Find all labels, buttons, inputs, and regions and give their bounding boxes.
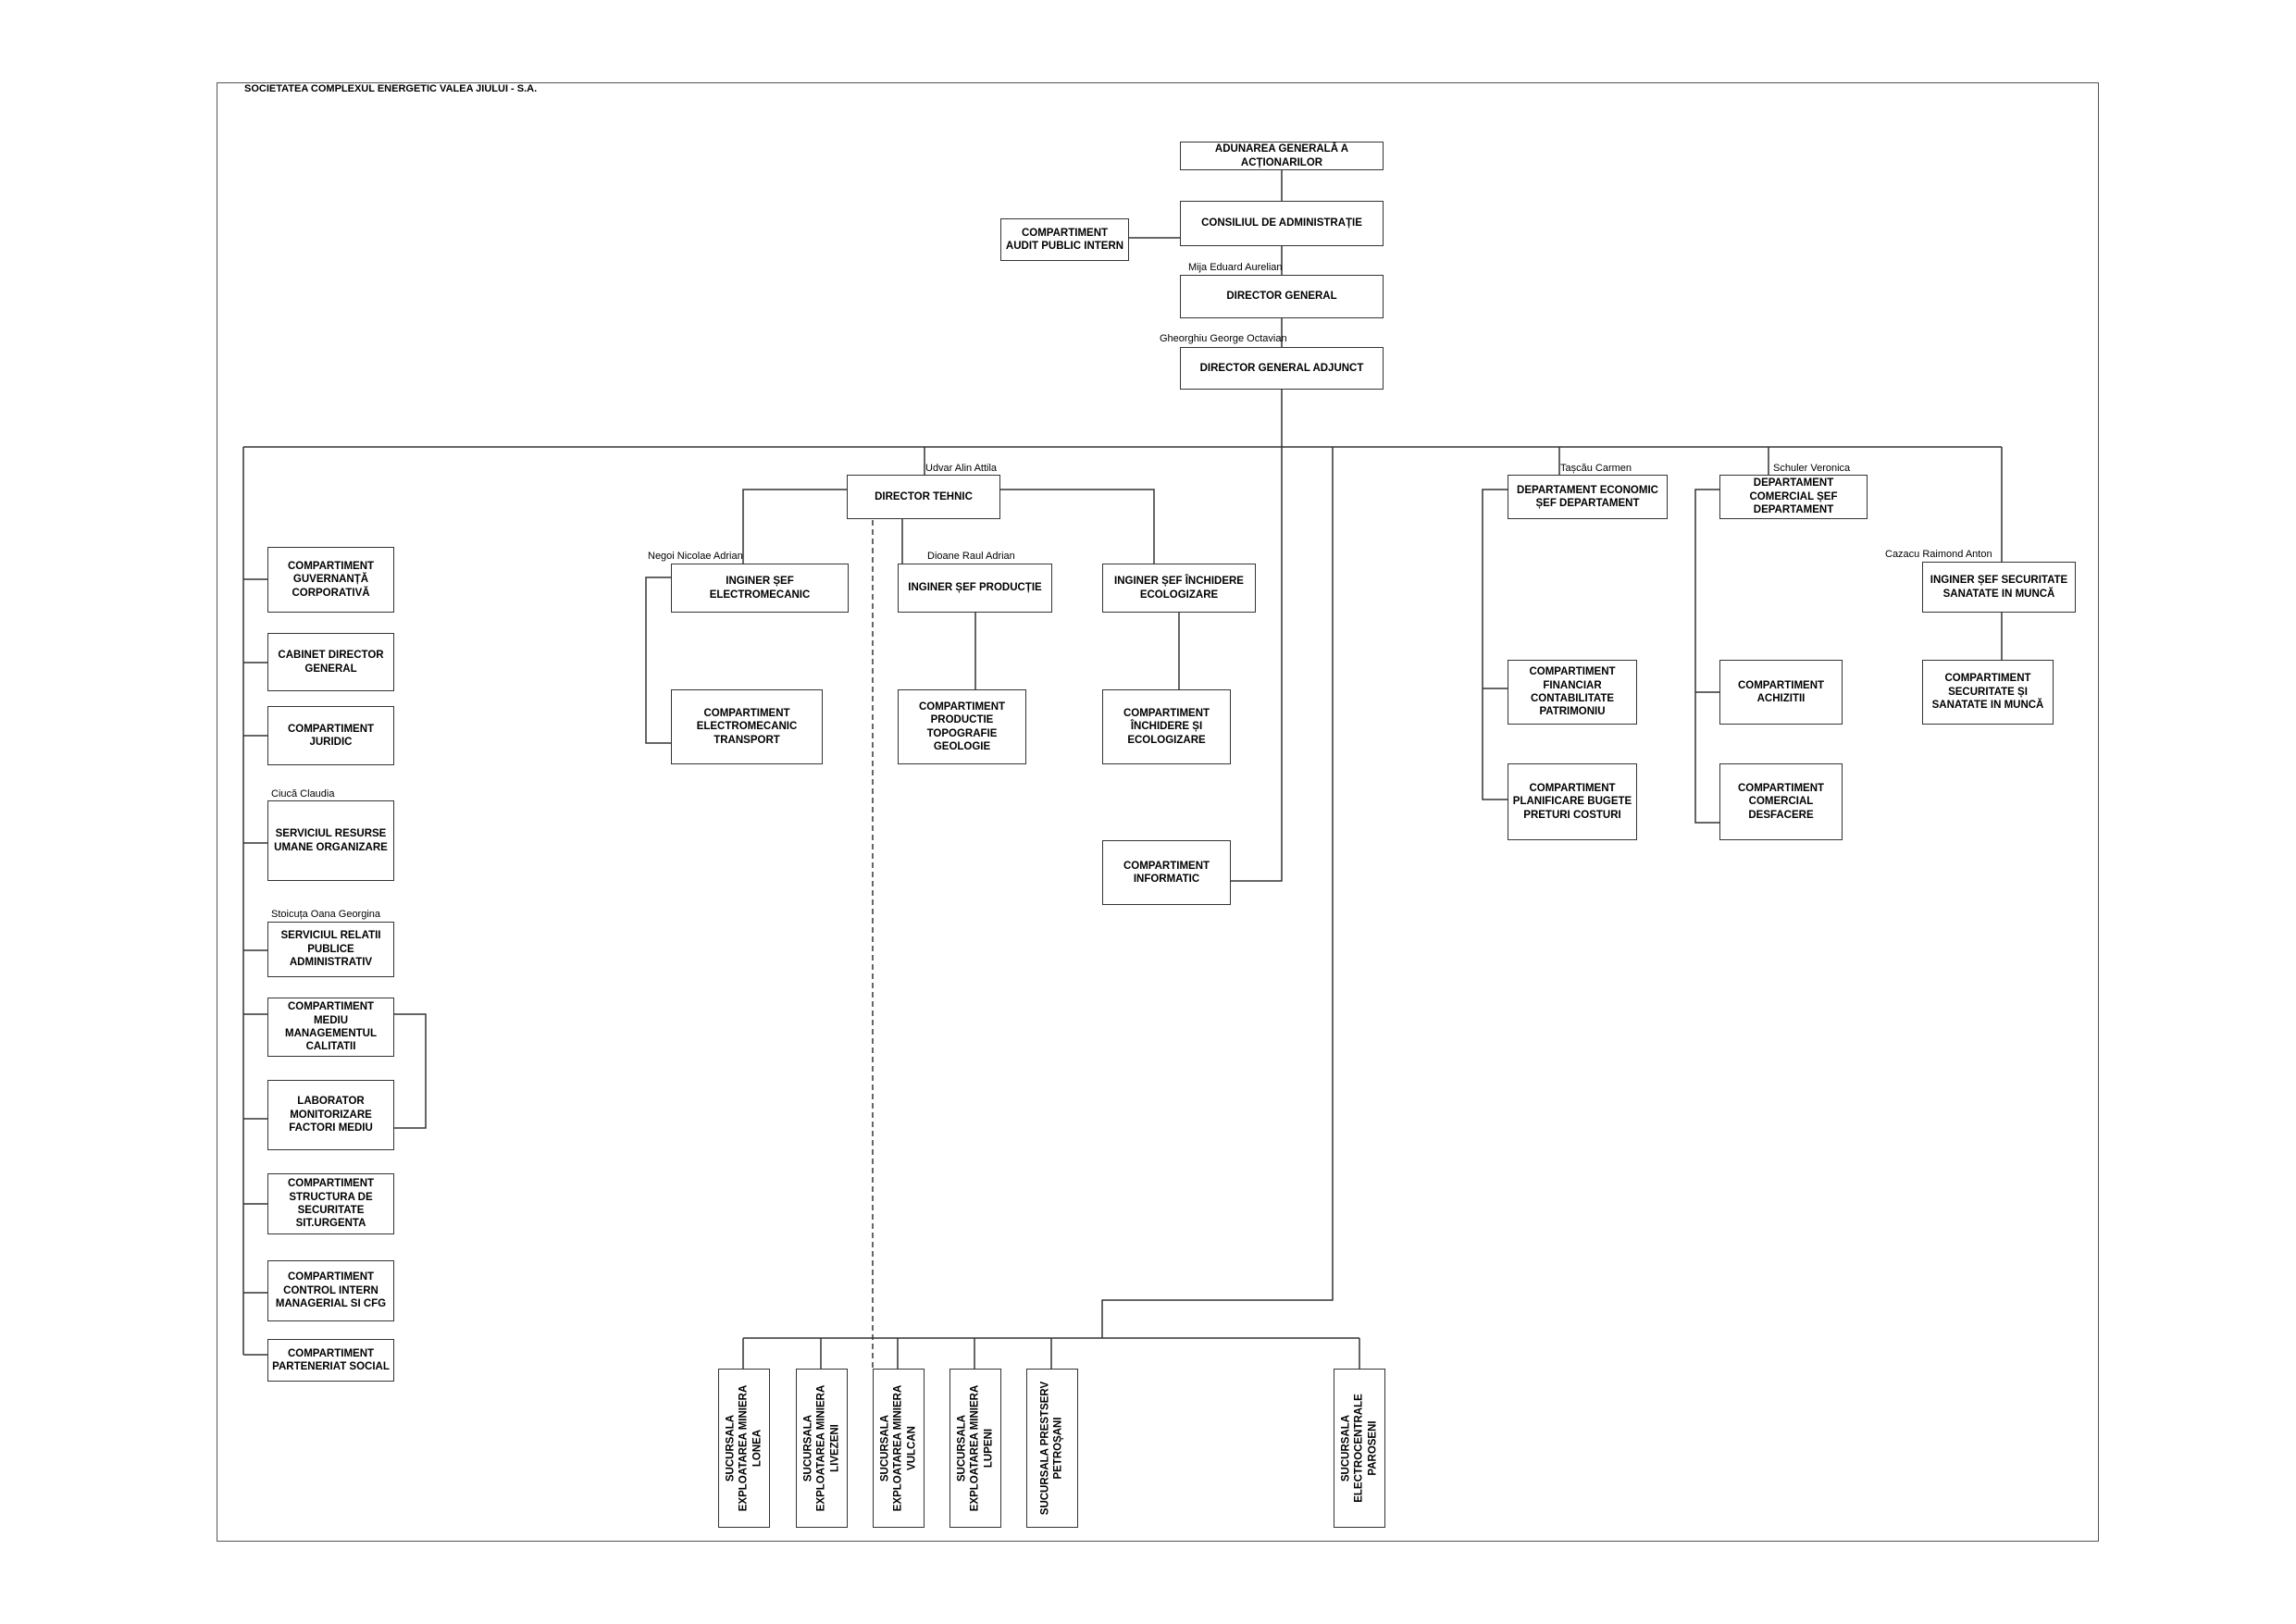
box-sucursala-lonea: SUCURSALA EXPLOATAREA MINIERA LONEA <box>718 1369 770 1528</box>
box-laborator-monitorizare: LABORATOR MONITORIZARE FACTORI MEDIU <box>267 1080 394 1150</box>
person-dga: Gheorghiu George Octavian <box>1160 333 1287 344</box>
box-inginer-sef-electromecanic: INGINER ȘEF ELECTROMECANIC <box>671 564 849 613</box>
box-electromecanic-transport: COMPARTIMENT ELECTROMECANIC TRANSPORT <box>671 689 823 764</box>
person-resurse: Ciucă Claudia <box>271 788 335 800</box>
page-title: SOCIETATEA COMPLEXUL ENERGETIC VALEA JIU… <box>244 83 538 94</box>
box-departament-comercial: DEPARTAMENT COMERCIAL ȘEF DEPARTAMENT <box>1719 475 1868 519</box>
person-relatii: Stoicuța Oana Georgina <box>271 909 381 920</box>
box-comp-ssm: COMPARTIMENT SECURITATE ȘI SANATATE IN M… <box>1922 660 2054 725</box>
box-audit-public-intern: COMPARTIMENT AUDIT PUBLIC INTERN <box>1000 218 1129 261</box>
box-resurse-umane: SERVICIUL RESURSE UMANE ORGANIZARE <box>267 800 394 881</box>
box-sucursala-lupeni: SUCURSALA EXPLOATAREA MINIERA LUPENI <box>949 1369 1001 1528</box>
box-sucursala-vulcan: SUCURSALA EXPLOATAREA MINIERA VULCAN <box>873 1369 925 1528</box>
box-planificare-bugete: COMPARTIMENT PLANIFICARE BUGETE PRETURI … <box>1508 763 1637 840</box>
person-productie: Dioane Raul Adrian <box>927 551 1015 562</box>
box-structura-securitate: COMPARTIMENT STRUCTURA DE SECURITATE SIT… <box>267 1173 394 1234</box>
box-director-general: DIRECTOR GENERAL <box>1180 275 1384 318</box>
box-financiar-contabilitate: COMPARTIMENT FINANCIAR CONTABILITATE PAT… <box>1508 660 1637 725</box>
box-inginer-sef-productie: INGINER ȘEF PRODUCȚIE <box>898 564 1052 613</box>
box-comercial-desfacere: COMPARTIMENT COMERCIAL DESFACERE <box>1719 763 1843 840</box>
person-dep-economic: Tașcău Carmen <box>1560 463 1632 474</box>
box-productie-topografie: COMPARTIMENT PRODUCTIE TOPOGRAFIE GEOLOG… <box>898 689 1026 764</box>
person-dep-comercial: Schuler Veronica <box>1773 463 1851 474</box>
box-achizitii: COMPARTIMENT ACHIZITII <box>1719 660 1843 725</box>
box-director-general-adjunct: DIRECTOR GENERAL ADJUNCT <box>1180 347 1384 390</box>
box-control-intern: COMPARTIMENT CONTROL INTERN MANAGERIAL S… <box>267 1260 394 1321</box>
box-adunarea-generala: ADUNAREA GENERALĂ A ACȚIONARILOR <box>1180 142 1384 170</box>
box-guvernanta-corporativa: COMPARTIMENT GUVERNANȚĂ CORPORATIVĂ <box>267 547 394 613</box>
box-director-tehnic: DIRECTOR TEHNIC <box>847 475 1000 519</box>
person-dt: Udvar Alin Attila <box>925 463 998 474</box>
box-sucursala-paroseni: SUCURSALA ELECTROCENTRALE PAROSENI <box>1334 1369 1385 1528</box>
diagram-frame <box>217 82 2099 1542</box>
box-sucursala-prestserv: SUCURSALA PRESTSERV PETROȘANI <box>1026 1369 1078 1528</box>
box-inginer-sef-inchidere: INGINER ȘEF ÎNCHIDERE ECOLOGIZARE <box>1102 564 1256 613</box>
box-inginer-sef-ssm: INGINER ȘEF SECURITATE SANATATE IN MUNCĂ <box>1922 562 2076 613</box>
person-ssm: Cazacu Raimond Anton <box>1885 549 1992 560</box>
box-parteneriat-social: COMPARTIMENT PARTENERIAT SOCIAL <box>267 1339 394 1382</box>
box-sucursala-livezeni: SUCURSALA EXPLOATAREA MINIERA LIVEZENI <box>796 1369 848 1528</box>
box-compartiment-juridic: COMPARTIMENT JURIDIC <box>267 706 394 765</box>
box-mediu-calitate: COMPARTIMENT MEDIU MANAGEMENTUL CALITATI… <box>267 998 394 1057</box>
box-comp-inchidere-ecologizare: COMPARTIMENT ÎNCHIDERE ȘI ECOLOGIZARE <box>1102 689 1231 764</box>
box-consiliul-de-administratie: CONSILIUL DE ADMINISTRAȚIE <box>1180 201 1384 246</box>
box-departament-economic: DEPARTAMENT ECONOMIC ȘEF DEPARTAMENT <box>1508 475 1668 519</box>
box-relatii-publice: SERVICIUL RELATII PUBLICE ADMINISTRATIV <box>267 922 394 977</box>
box-compartiment-informatic: COMPARTIMENT INFORMATIC <box>1102 840 1231 905</box>
person-dg: Mija Eduard Aurelian <box>1188 262 1283 273</box>
person-electromecanic: Negoi Nicolae Adrian <box>648 551 743 562</box>
box-cabinet-director: CABINET DIRECTOR GENERAL <box>267 633 394 691</box>
